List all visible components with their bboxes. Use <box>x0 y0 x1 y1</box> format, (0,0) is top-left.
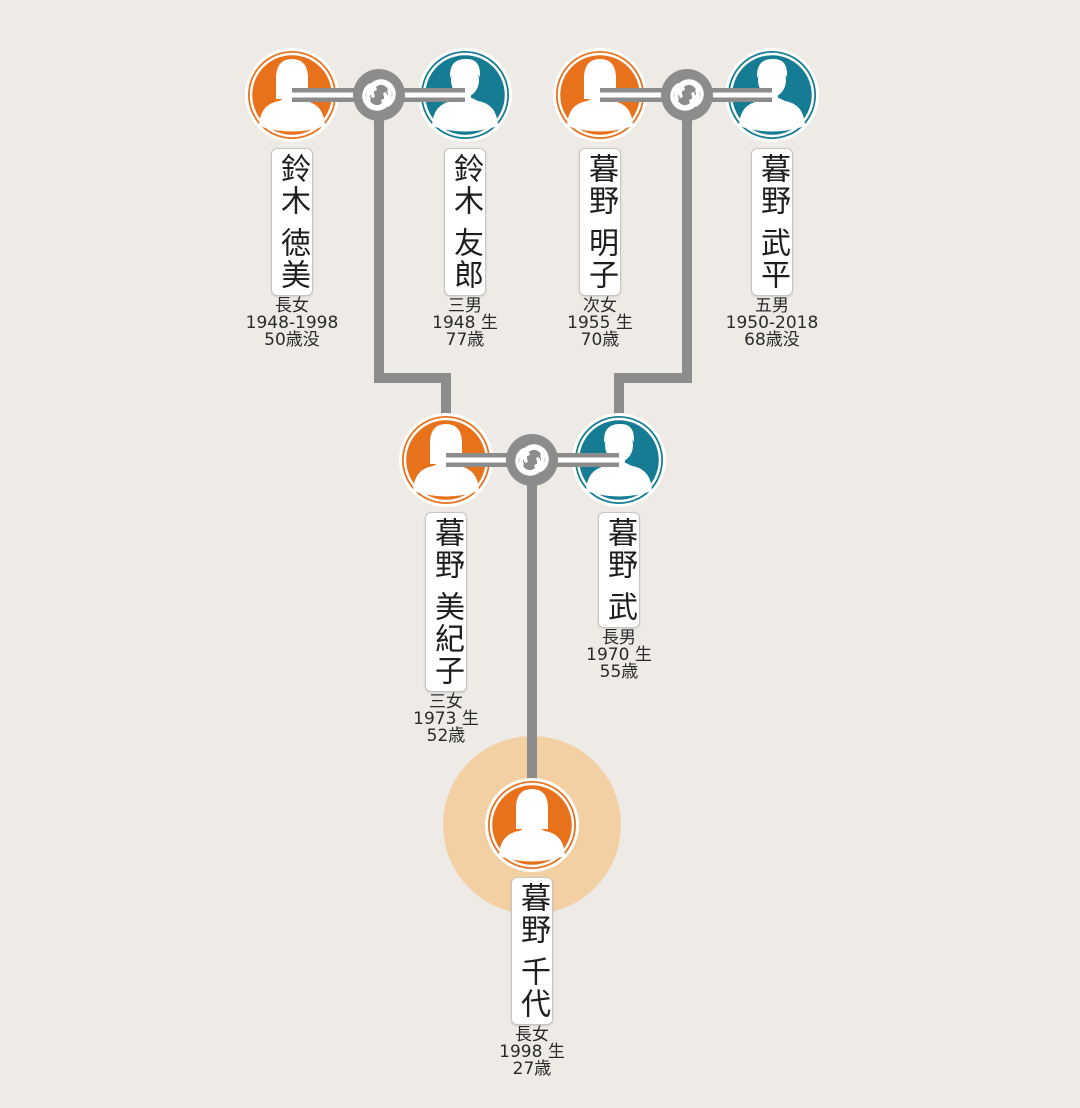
person-years: 1948-1998 <box>245 313 339 333</box>
given-name: 友郎 <box>448 227 483 291</box>
given-name: 武 <box>602 591 637 623</box>
person-nodes <box>245 48 819 872</box>
marriage-rings-icon <box>506 434 558 486</box>
given-name: 武平 <box>755 227 790 291</box>
person-age: 27歳 <box>512 1059 552 1079</box>
descent-line-kureno <box>614 95 692 420</box>
person-age: 55歳 <box>599 662 639 682</box>
surname: 鈴木 <box>448 153 483 217</box>
name-box: 鈴木友郎 <box>444 148 486 296</box>
person-relation: 三男 <box>448 296 482 316</box>
surname: 暮野 <box>429 517 464 581</box>
surname: 鈴木 <box>275 153 310 217</box>
person-years: 1955 生 <box>567 313 633 333</box>
person-relation: 五男 <box>755 296 789 316</box>
person-age: 70歳 <box>580 330 620 350</box>
connector-lines <box>374 95 692 780</box>
female-avatar-icon <box>413 424 479 497</box>
marriage-rings-icon <box>353 69 405 121</box>
person-node-kureno-buhei[interactable] <box>725 48 819 142</box>
person-age: 77歳 <box>445 330 485 350</box>
person-years: 1973 生 <box>413 709 479 729</box>
name-box: 鈴木徳美 <box>271 148 313 296</box>
male-avatar-icon <box>739 58 805 132</box>
male-avatar-icon <box>432 58 498 132</box>
given-name: 美紀子 <box>429 591 464 687</box>
person-relation: 次女 <box>583 296 617 316</box>
person-age: 50歳没 <box>264 330 320 350</box>
person-years: 1970 生 <box>586 645 652 665</box>
person-years: 1948 生 <box>432 313 498 333</box>
person-age: 52歳 <box>426 726 466 746</box>
name-box: 暮野武 <box>598 512 640 628</box>
person-years: 1950-2018 <box>725 313 819 333</box>
given-name: 千代 <box>515 956 550 1020</box>
person-relation: 長女 <box>275 296 309 316</box>
surname: 暮野 <box>602 517 637 581</box>
person-relation: 長女 <box>515 1025 549 1045</box>
marriage-links <box>292 69 772 486</box>
person-age: 68歳没 <box>744 330 800 350</box>
descent-line-suzuki <box>374 95 451 420</box>
surname: 暮野 <box>515 882 550 946</box>
name-box: 暮野明子 <box>579 148 621 296</box>
surname: 暮野 <box>583 153 618 217</box>
marriage-rings-icon <box>661 69 713 121</box>
person-years: 1998 生 <box>499 1042 565 1062</box>
name-box: 暮野美紀子 <box>425 512 467 692</box>
female-avatar-icon <box>499 789 565 862</box>
person-node-kureno-chiyo[interactable] <box>485 778 579 872</box>
given-name: 徳美 <box>275 227 310 291</box>
surname: 暮野 <box>755 153 790 217</box>
name-box: 暮野武平 <box>751 148 793 296</box>
person-relation: 長男 <box>602 628 636 648</box>
name-box: 暮野千代 <box>511 877 553 1025</box>
given-name: 明子 <box>583 227 618 291</box>
person-relation: 三女 <box>429 692 463 712</box>
